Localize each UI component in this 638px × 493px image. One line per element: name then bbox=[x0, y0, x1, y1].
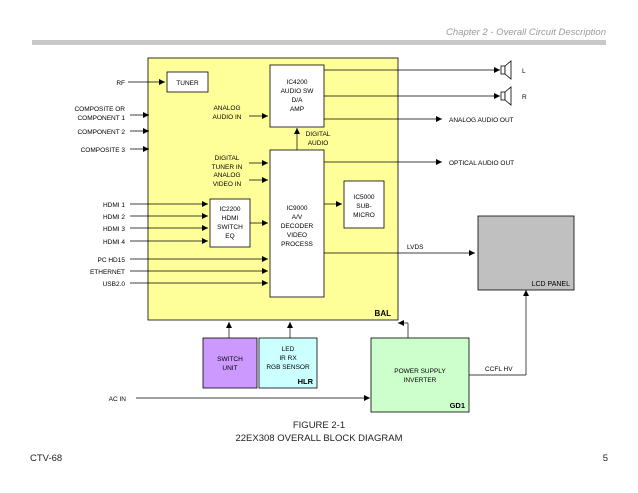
bal-label: BAL bbox=[375, 309, 392, 318]
ic4200-block bbox=[269, 64, 325, 128]
ic9000-line-3: DECODER bbox=[281, 223, 314, 230]
output-analog-audio-out: ANALOG AUDIO OUT bbox=[449, 117, 514, 124]
hlr-line-1: LED bbox=[282, 346, 295, 353]
output-speaker-l: L bbox=[522, 68, 526, 75]
input-ac-in: AC IN bbox=[109, 396, 127, 403]
input-hdmi-4: HDMI 4 bbox=[103, 239, 125, 246]
input-hdmi-1: HDMI 1 bbox=[103, 202, 125, 209]
ic9000-line-2: A/V bbox=[292, 214, 303, 221]
ic2200-line-2: HDMI bbox=[222, 215, 239, 222]
signal-digital-audio-1: DIGITAL bbox=[306, 131, 331, 138]
output-optical-audio-out: OPTICAL AUDIO OUT bbox=[449, 160, 514, 167]
ic2200-line-3: SWITCH bbox=[217, 224, 243, 231]
power-supply-line-2: INVERTER bbox=[404, 377, 437, 384]
ic9000-line-4: VIDEO bbox=[287, 232, 307, 239]
hlr-label: HLR bbox=[298, 377, 314, 386]
ic4200-line-2: AUDIO SW bbox=[281, 88, 315, 95]
input-rf: RF bbox=[116, 80, 125, 87]
signal-analog-audio-in-2: AUDIO IN bbox=[213, 114, 242, 121]
ic5000-block bbox=[343, 180, 385, 229]
input-composite-or: COMPOSITE OR bbox=[74, 106, 125, 113]
ic2200-block bbox=[209, 198, 251, 248]
ic5000-line-1: IC5000 bbox=[354, 194, 375, 201]
signal-analog-video-in-1: ANALOG bbox=[213, 172, 240, 179]
power-supply-line-1: POWER SUPPLY bbox=[394, 368, 446, 375]
input-pc-hd15: PC HD15 bbox=[98, 257, 126, 264]
input-lines bbox=[128, 67, 529, 401]
ic2200-line-1: IC2200 bbox=[220, 206, 241, 213]
signal-digital-tuner-in-1: DIGITAL bbox=[215, 155, 240, 162]
output-speaker-r: R bbox=[522, 94, 527, 101]
switch-unit-block bbox=[202, 337, 258, 389]
figure-title: 22EX308 OVERALL BLOCK DIAGRAM bbox=[235, 433, 403, 444]
hlr-line-3: RGB SENSOR bbox=[266, 364, 310, 371]
ic9000-line-1: IC9000 bbox=[287, 205, 308, 212]
input-usb: USB2.0 bbox=[103, 281, 126, 288]
speaker-l-icon bbox=[500, 60, 512, 80]
ic9000-block bbox=[269, 149, 325, 298]
header-rule bbox=[32, 40, 606, 45]
footer-page-number: 5 bbox=[602, 453, 608, 464]
input-ethernet: ETHERNET bbox=[90, 269, 125, 276]
gd1-label: GD1 bbox=[450, 401, 465, 410]
signal-digital-tuner-in-2: TUNER IN bbox=[212, 164, 243, 171]
ic5000-line-2: SUB- bbox=[356, 203, 372, 210]
input-hdmi-3: HDMI 3 bbox=[103, 226, 125, 233]
signal-analog-video-in-2: VIDEO IN bbox=[213, 181, 242, 188]
lcd-panel-block bbox=[477, 215, 575, 291]
input-component-1: COMPONENT 1 bbox=[77, 115, 125, 122]
footer-page-code: CTV-68 bbox=[30, 453, 63, 464]
hlr-line-2: IR RX bbox=[279, 355, 297, 362]
tuner-block bbox=[166, 71, 209, 93]
ic5000-line-3: MICRO bbox=[353, 212, 375, 219]
chapter-header: Chapter 2 - Overall Circuit Description bbox=[446, 27, 606, 38]
ic4200-line-4: AMP bbox=[290, 106, 304, 113]
tuner-label: TUNER bbox=[176, 80, 199, 87]
signal-analog-audio-in-1: ANALOG bbox=[213, 105, 240, 112]
switch-unit-line-1: SWITCH bbox=[217, 356, 243, 363]
figure-number: FIGURE 2-1 bbox=[292, 420, 346, 431]
ic2200-line-4: EQ bbox=[225, 233, 234, 240]
signal-lvds: LVDS bbox=[407, 244, 424, 251]
input-hdmi-2: HDMI 2 bbox=[103, 214, 125, 221]
input-component-2: COMPONENT 2 bbox=[77, 129, 125, 136]
input-composite-3: COMPOSITE 3 bbox=[81, 147, 126, 154]
speaker-r-icon bbox=[500, 86, 512, 106]
switch-unit-line-2: UNIT bbox=[222, 365, 237, 372]
signal-digital-audio-2: AUDIO bbox=[308, 140, 329, 147]
signal-ccfl-hv: CCFL HV bbox=[485, 366, 513, 373]
hlr-block bbox=[258, 337, 318, 389]
power-supply-block bbox=[370, 337, 470, 413]
ic4200-line-3: D/A bbox=[292, 97, 304, 104]
ic4200-line-1: IC4200 bbox=[287, 79, 308, 86]
ic9000-line-5: PROCESS bbox=[281, 241, 313, 248]
lcd-panel-label: LCD PANEL bbox=[532, 281, 570, 288]
